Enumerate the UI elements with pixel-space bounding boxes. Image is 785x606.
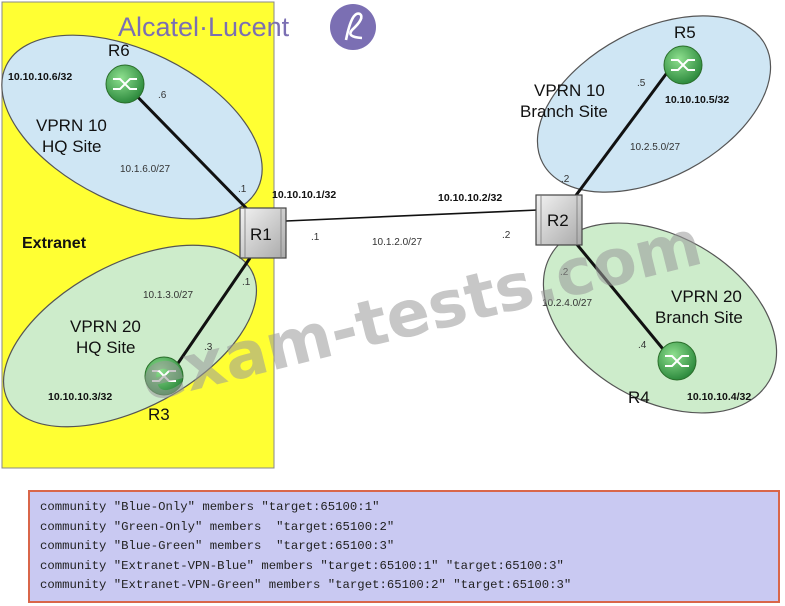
if-r1-end-r3: .1 <box>242 277 251 288</box>
link-r1-r6 <box>126 85 252 214</box>
vprn20-hq-site-label-1: VPRN 20 <box>70 317 141 336</box>
config-line: community "Green-Only" members "target:6… <box>40 519 395 534</box>
router-r5-icon <box>663 45 703 85</box>
link-r1-r3 <box>170 257 252 373</box>
if-r2-end-r1: .2 <box>502 230 511 241</box>
vprn20-hq-site-label-2: HQ Site <box>76 338 136 357</box>
if-r1-end-r6: .1 <box>238 184 247 195</box>
router-r6-icon <box>105 64 145 104</box>
router-r6-name: R6 <box>108 41 130 60</box>
vprn10-branch-site-label-2: Branch Site <box>520 102 608 121</box>
router-r2-loopback: 10.10.10.2/32 <box>438 192 502 204</box>
if-r2-end-r5: .2 <box>561 174 570 185</box>
router-r4-name: R4 <box>628 388 650 407</box>
subnet-r1-r6: 10.1.6.0/27 <box>120 164 170 175</box>
vprn10-hq-site-area <box>1 34 263 220</box>
if-r3-end: .3 <box>204 342 213 353</box>
if-r6-end: .6 <box>158 90 167 101</box>
vprn20-hq-site-area <box>2 244 258 428</box>
link-r1-r2 <box>285 209 539 222</box>
router-r2-name: R2 <box>547 211 569 230</box>
router-r4-icon <box>657 341 697 381</box>
vprn10-hq-site-label-2: HQ Site <box>42 137 102 156</box>
vprn20-branch-site-label-2: Branch Site <box>655 308 743 327</box>
alcatel-lucent-logo-icon <box>330 4 376 50</box>
subnet-r1-r2: 10.1.2.0/27 <box>372 237 422 248</box>
router-r1-name: R1 <box>250 225 272 244</box>
router-r2-box: R2 <box>535 194 583 246</box>
subnet-r2-r4: 10.2.4.0/27 <box>542 298 592 309</box>
if-r5-end: .5 <box>637 78 646 89</box>
router-r3-icon <box>144 356 184 396</box>
config-line: community "Blue-Only" members "target:65… <box>40 500 380 514</box>
vprn20-branch-site-label-1: VPRN 20 <box>671 287 742 306</box>
alcatel-lucent-logo-text: Alcatel·Lucent <box>118 12 290 42</box>
vprn10-hq-site-label-1: VPRN 10 <box>36 116 107 135</box>
router-r4-loopback: 10.10.10.4/32 <box>687 391 751 403</box>
if-r4-end: .4 <box>638 340 647 351</box>
vprn10-branch-site-area <box>536 15 772 193</box>
if-r1-end-r2: .1 <box>311 232 320 243</box>
router-r6-loopback: 10.10.10.6/32 <box>8 71 72 83</box>
router-r5-name: R5 <box>674 23 696 42</box>
subnet-r2-r5: 10.2.5.0/27 <box>630 142 680 153</box>
router-r1-loopback: 10.10.10.1/32 <box>272 189 336 201</box>
community-config-box: community "Blue-Only" members "target:65… <box>28 490 780 603</box>
subnet-r1-r3: 10.1.3.0/27 <box>143 290 193 301</box>
config-line: community "Extranet-VPN-Green" members "… <box>40 578 572 593</box>
router-r3-loopback: 10.10.10.3/32 <box>48 391 112 403</box>
network-diagram: Extranet R1 R2 R6 R3 R5 R4 <box>1 1 778 469</box>
link-r2-r5 <box>572 65 674 199</box>
router-r1-box: R1 <box>239 207 287 259</box>
extranet-label: Extranet <box>22 235 87 252</box>
if-r2-end-r4: .2 <box>560 267 569 278</box>
link-r2-r4 <box>568 235 674 361</box>
router-r3-name: R3 <box>148 405 170 424</box>
router-r5-loopback: 10.10.10.5/32 <box>665 94 729 106</box>
config-line: community "Extranet-VPN-Blue" members "t… <box>40 558 564 573</box>
vprn20-branch-site-area <box>542 222 778 414</box>
config-line: community "Blue-Green" members "target:6… <box>40 539 395 554</box>
vprn10-branch-site-label-1: VPRN 10 <box>534 81 605 100</box>
